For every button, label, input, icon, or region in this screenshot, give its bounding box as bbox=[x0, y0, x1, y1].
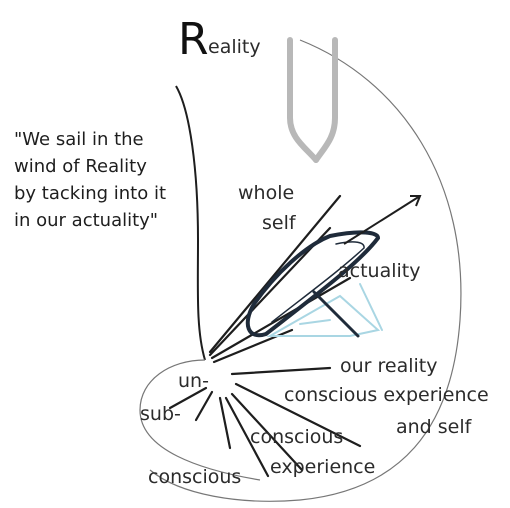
quote-line: by tacking into it bbox=[14, 180, 166, 207]
reality-rest: eality bbox=[208, 38, 261, 57]
tacking-arrow bbox=[344, 196, 420, 244]
conscious-experience-and-self-label-line1: conscious experience bbox=[284, 386, 489, 405]
actuality-label: actuality bbox=[338, 262, 420, 281]
un-label: un- bbox=[178, 372, 209, 391]
conscious-experience-label-line1: conscious bbox=[250, 428, 343, 447]
quote-line: wind of Reality bbox=[14, 153, 166, 180]
conscious-label: conscious bbox=[148, 468, 241, 487]
whole-self-label-line1: whole bbox=[238, 184, 294, 203]
quote-line: "We sail in the bbox=[14, 126, 166, 153]
conscious-experience-label-line2: experience bbox=[270, 458, 375, 477]
outer-left-curve bbox=[176, 86, 205, 360]
sub-label: sub- bbox=[140, 405, 181, 424]
conscious-experience-and-self-label-line2: and self bbox=[396, 418, 471, 437]
wind-arrow bbox=[290, 40, 335, 160]
quote-block: "We sail in the wind of Reality by tacki… bbox=[14, 126, 166, 234]
reality-initial: R bbox=[178, 18, 209, 62]
quote-line: in our actuality" bbox=[14, 207, 166, 234]
our-reality-label: our reality bbox=[340, 357, 438, 376]
whole-self-label-line2: self bbox=[262, 214, 296, 233]
sail bbox=[248, 232, 382, 336]
